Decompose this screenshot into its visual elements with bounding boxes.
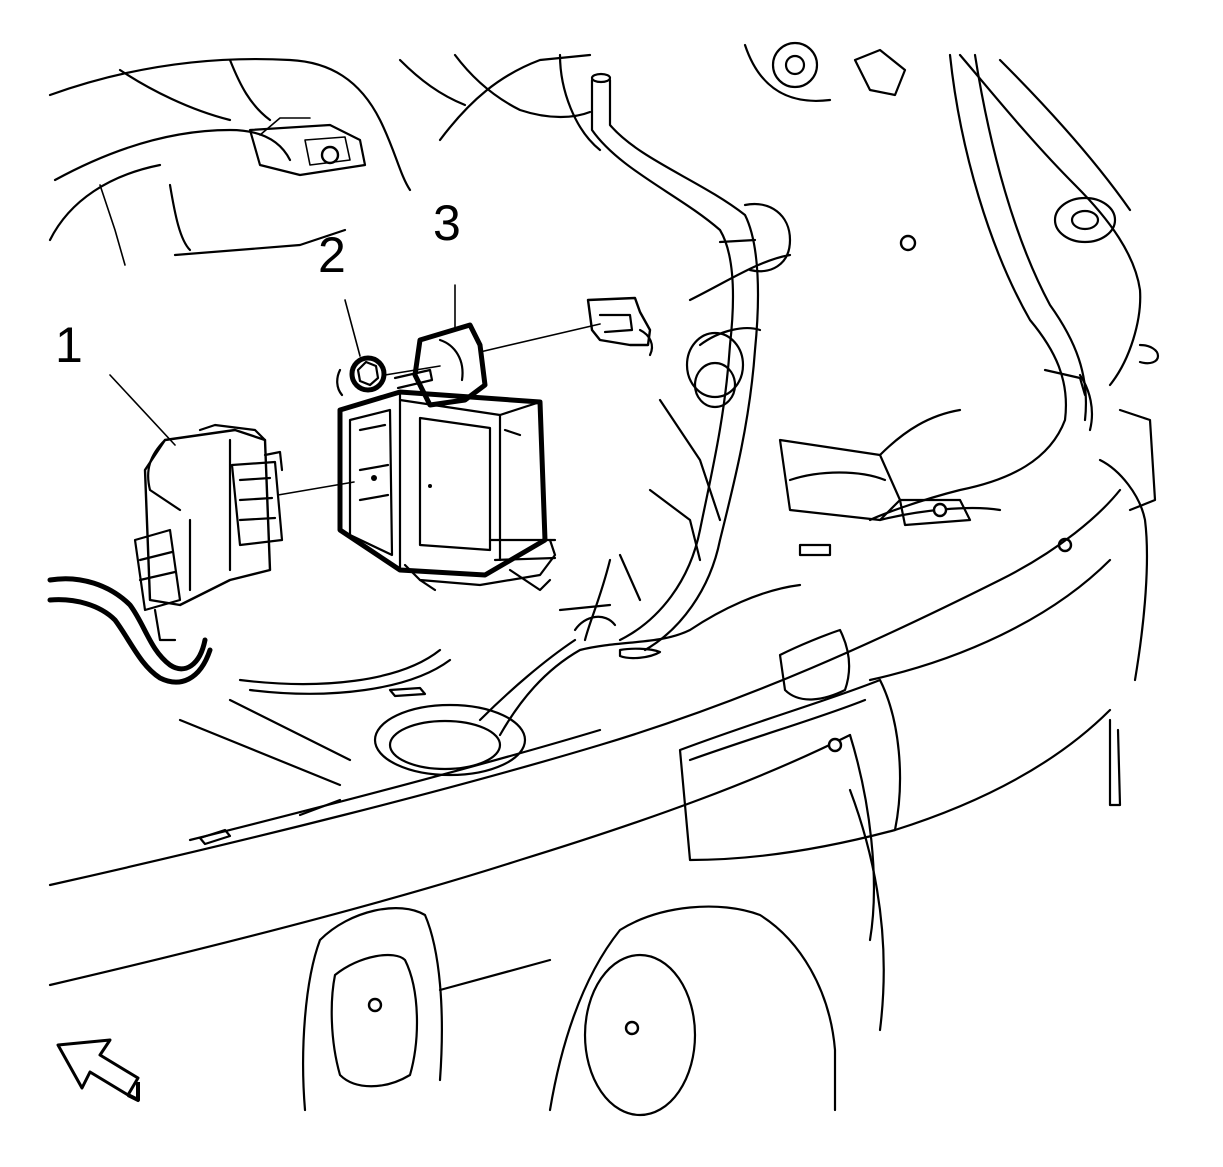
callout-label-1: 1 — [55, 317, 83, 373]
component-1-connector — [47, 423, 284, 685]
view-direction-arrow-icon — [56, 1038, 140, 1102]
component-2-nut — [336, 355, 387, 397]
wiring-harness-conduit — [478, 53, 1087, 737]
callout-label-3: 3 — [433, 195, 461, 251]
assembly-leader-lines — [109, 284, 601, 496]
callout-label-2: 2 — [318, 227, 346, 283]
mounting-bracket — [586, 296, 654, 357]
component-3-control-module — [337, 322, 557, 592]
